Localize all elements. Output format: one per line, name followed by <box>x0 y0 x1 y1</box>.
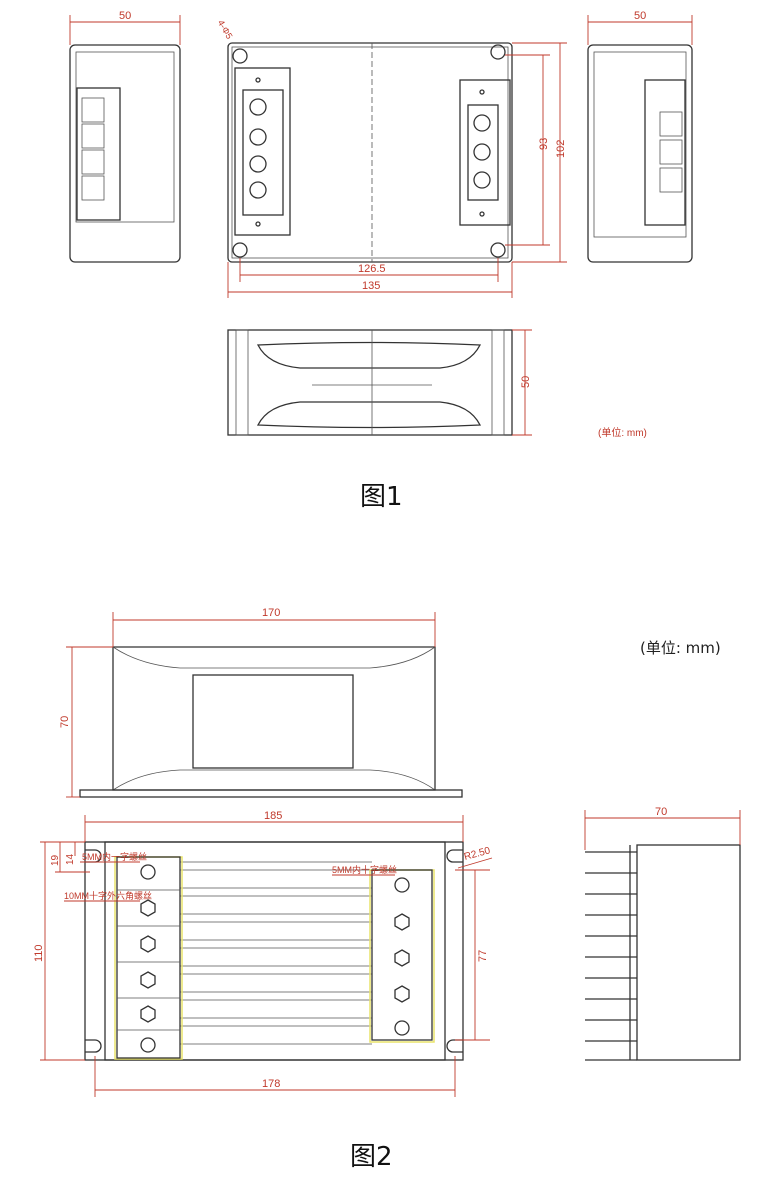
figure2-caption: 图2 <box>350 1142 393 1172</box>
dim-left-width: 50 <box>119 10 131 22</box>
left-terminal-screws <box>140 864 156 1053</box>
right-terminal-screws <box>394 877 410 1036</box>
dim-77: 77 <box>477 950 489 962</box>
figure1-caption: 图1 <box>360 482 403 512</box>
dim-side-width: 70 <box>655 806 667 818</box>
dim-19: 19 <box>50 854 61 866</box>
dim-plate-length: 185 <box>264 810 282 822</box>
left-side-view: 50 <box>69 10 181 263</box>
plan-view: 185 178 110 19 14 77 R2.50 5MM内一字螺丝 10MM… <box>33 810 493 1097</box>
dim-length-135: 135 <box>362 280 380 292</box>
unit-note-2: (单位: mm) <box>640 639 721 657</box>
heatsink-fins <box>180 861 372 1045</box>
unit-note-1: (单位: mm) <box>598 426 647 439</box>
figure1: 50 4-Φ5 <box>69 10 693 512</box>
dim-top-length: 170 <box>262 607 280 619</box>
dim-length-126-5: 126.5 <box>358 263 386 275</box>
dim-14: 14 <box>65 853 76 865</box>
figure2: (单位: mm) 170 70 <box>33 607 741 1172</box>
dim-height-93: 93 <box>538 138 550 150</box>
dim-top-height: 70 <box>59 716 71 728</box>
front-view: 50 (单位: mm) <box>227 329 647 439</box>
note-5mm-left: 5MM内一字螺丝 <box>82 851 147 862</box>
side-fins <box>585 851 637 1061</box>
dim-hole-spacing: 178 <box>262 1078 280 1090</box>
right-side-view: 50 <box>587 10 693 263</box>
side-view: 70 <box>584 806 741 1061</box>
dim-front-height: 50 <box>520 376 532 388</box>
note-10mm: 10MM十字外六角螺丝 <box>64 890 152 901</box>
dim-height-102: 102 <box>555 140 567 158</box>
dim-radius: R2.50 <box>463 845 492 863</box>
dim-plate-height: 110 <box>33 944 45 962</box>
note-5mm-right: 5MM内十字螺丝 <box>332 864 397 875</box>
top-view: 4-Φ5 93 102 126.5 135 <box>216 18 567 298</box>
top-front-view: 170 70 <box>59 607 463 798</box>
hole-label: 4-Φ5 <box>216 18 235 40</box>
mounting-holes <box>232 44 506 258</box>
dim-right-width: 50 <box>634 10 646 22</box>
